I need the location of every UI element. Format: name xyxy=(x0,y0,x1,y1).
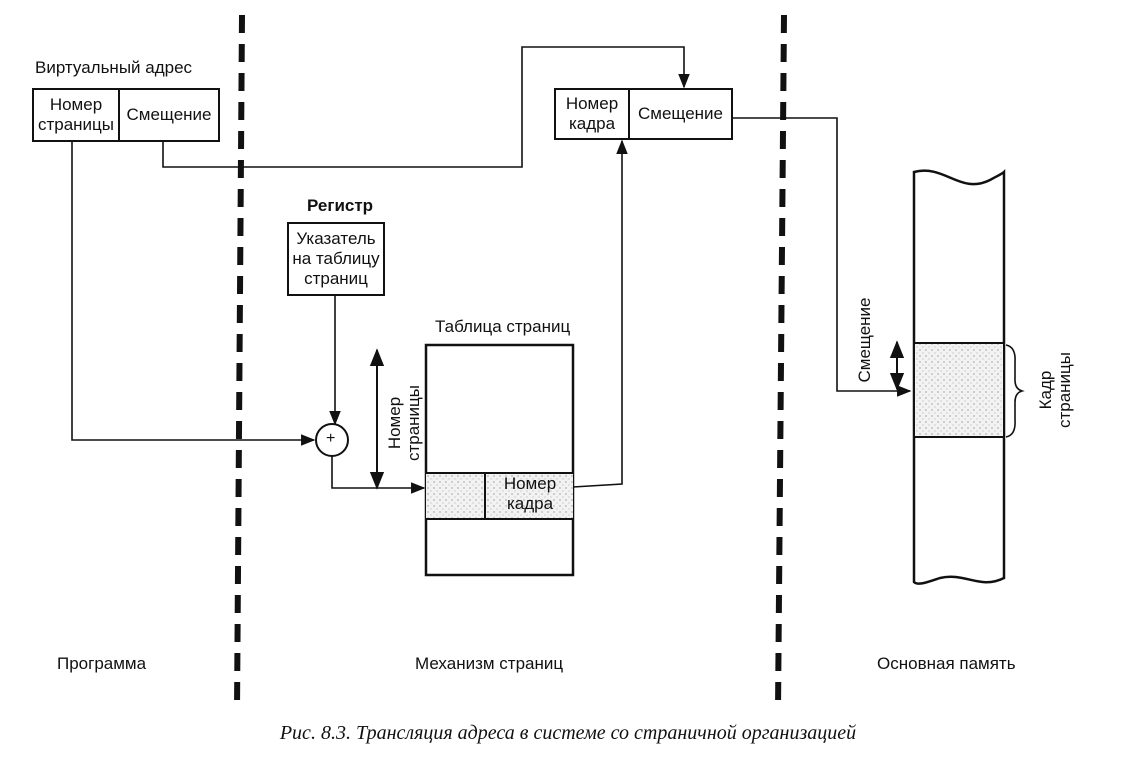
adder-symbol: + xyxy=(326,430,336,447)
zone-divider-right xyxy=(775,14,787,711)
physical-frame-number-text: Номер кадра xyxy=(565,94,619,133)
physical-offset-text: Смещение xyxy=(637,104,723,123)
virtual-offset-cell: Смещение xyxy=(118,88,220,142)
register-box: Указатель на таблицу страниц xyxy=(287,222,385,296)
physical-to-memory-line xyxy=(733,117,912,397)
page-table-title: Таблица страниц xyxy=(435,317,571,336)
virtual-page-number-text: Номер страницы xyxy=(37,95,115,134)
virtual-address-title: Виртуальный адрес xyxy=(35,58,193,77)
frame-brace xyxy=(1005,344,1025,438)
virtual-page-number-cell: Номер страницы xyxy=(32,88,120,142)
adder-to-table-line xyxy=(331,456,426,494)
physical-offset-cell: Смещение xyxy=(628,88,733,140)
zone-main-memory: Основная память xyxy=(877,654,1016,673)
zone-divider-left xyxy=(234,14,245,711)
virtual-offset-text: Смещение xyxy=(126,105,212,124)
page-table-entry-frame-bg xyxy=(485,473,573,519)
memory-frame-label: Кадр страницы xyxy=(1036,351,1074,429)
page-number-side-label: Номер страницы xyxy=(385,384,423,462)
page-table xyxy=(424,343,575,577)
register-title: Регистр xyxy=(307,196,374,215)
physical-frame-number-cell: Номер кадра xyxy=(554,88,630,140)
figure-caption: Рис. 8.3. Трансляция адреса в системе со… xyxy=(279,722,857,744)
offset-transfer-line xyxy=(162,46,690,168)
zone-program: Программа xyxy=(57,654,147,673)
page-table-entry-frame-text: Номер кадра xyxy=(503,474,557,513)
zone-paging: Механизм страниц xyxy=(415,654,564,673)
memory-offset-label: Смещение xyxy=(855,297,874,383)
register-content: Указатель на таблицу страниц xyxy=(292,229,380,288)
frame-number-line xyxy=(572,139,628,488)
page-number-to-adder-line xyxy=(71,141,316,446)
page-table-entry-dotted xyxy=(426,473,485,519)
memory-frame-dotted xyxy=(915,343,1003,437)
